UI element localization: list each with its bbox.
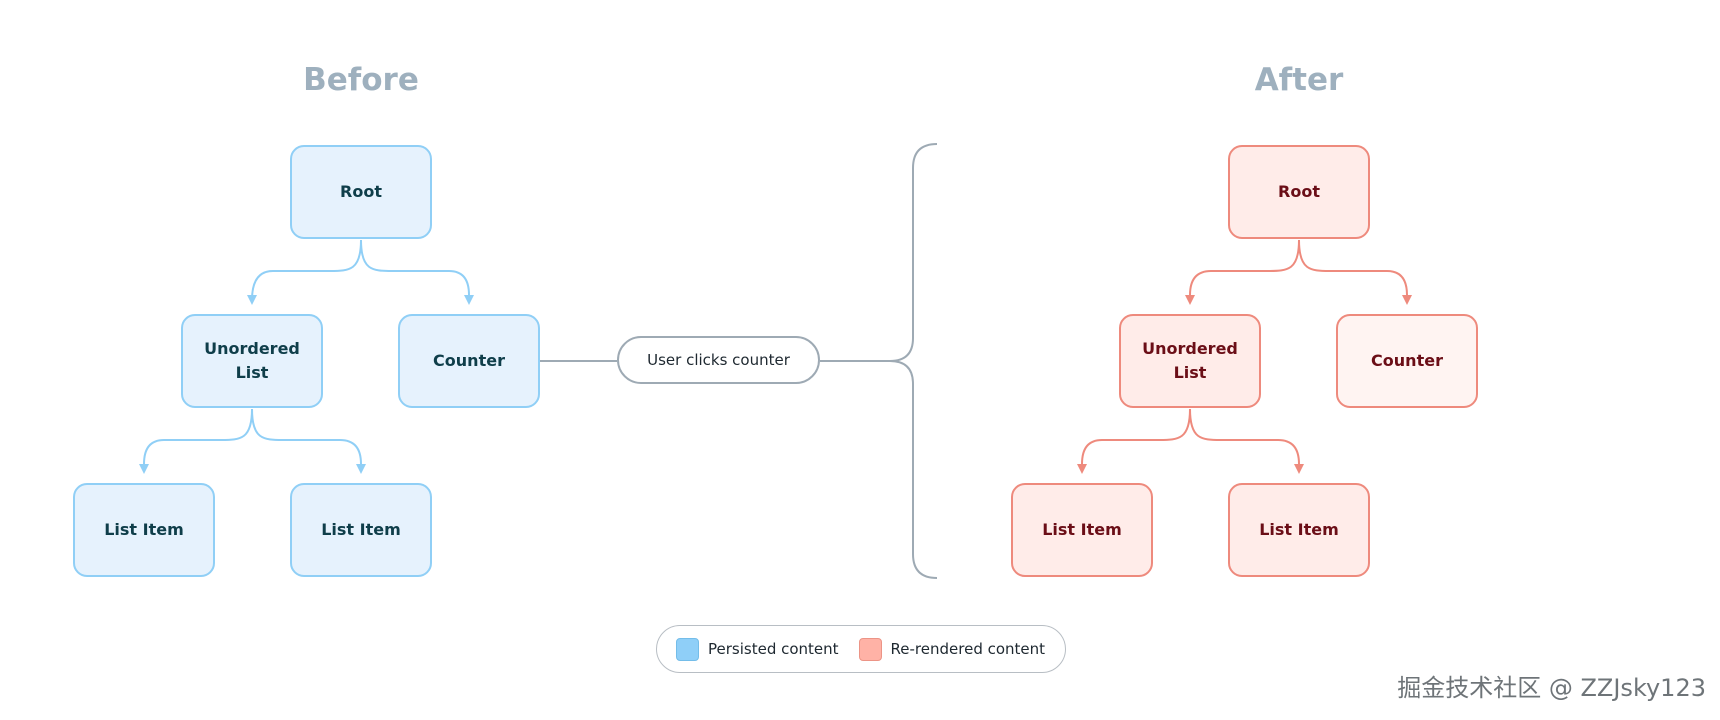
event-label: User clicks counter xyxy=(617,336,820,384)
before-counter-node: Counter xyxy=(398,314,540,408)
edge-after-root-ul xyxy=(1189,239,1300,296)
edge-after-root-counter xyxy=(1298,239,1408,296)
after-counter-node: Counter xyxy=(1336,314,1478,408)
before-heading: Before xyxy=(303,62,419,98)
edge-after-ul-item1 xyxy=(1081,408,1191,465)
after-heading: After xyxy=(1254,62,1344,98)
rerendered-swatch xyxy=(858,637,882,661)
arrowhead xyxy=(1294,464,1304,474)
arrowhead xyxy=(356,464,366,474)
arrowhead xyxy=(247,295,257,305)
after-root-node: Root xyxy=(1228,145,1370,239)
legend-persisted-label: Persisted content xyxy=(708,640,839,658)
edge-after-ul-item2 xyxy=(1189,408,1300,465)
arrowhead xyxy=(1185,295,1195,305)
edge-before-ul-item2 xyxy=(251,408,362,465)
arrowhead xyxy=(1402,295,1412,305)
arrowhead xyxy=(139,464,149,474)
legend-rerendered-label: Re-rendered content xyxy=(890,640,1046,658)
transition-brace xyxy=(889,143,938,579)
edge-before-ul-item1 xyxy=(143,408,253,465)
before-list-item-node: List Item xyxy=(73,483,215,577)
before-list-item-node: List Item xyxy=(290,483,432,577)
arrowhead xyxy=(464,295,474,305)
after-unordered-list-node: Unordered List xyxy=(1119,314,1261,408)
persisted-swatch xyxy=(676,637,699,661)
before-root-node: Root xyxy=(290,145,432,239)
edge-before-root-ul xyxy=(251,239,362,301)
after-list-item-node: List Item xyxy=(1011,483,1153,577)
after-list-item-node: List Item xyxy=(1228,483,1370,577)
legend: Persisted content Re-rendered content xyxy=(656,625,1066,673)
edge-before-root-counter xyxy=(360,239,470,296)
before-unordered-list-node: Unordered List xyxy=(181,314,323,408)
arrowhead xyxy=(1077,464,1087,474)
watermark: 掘金技术社区 @ ZZJsky123 xyxy=(1397,674,1706,702)
